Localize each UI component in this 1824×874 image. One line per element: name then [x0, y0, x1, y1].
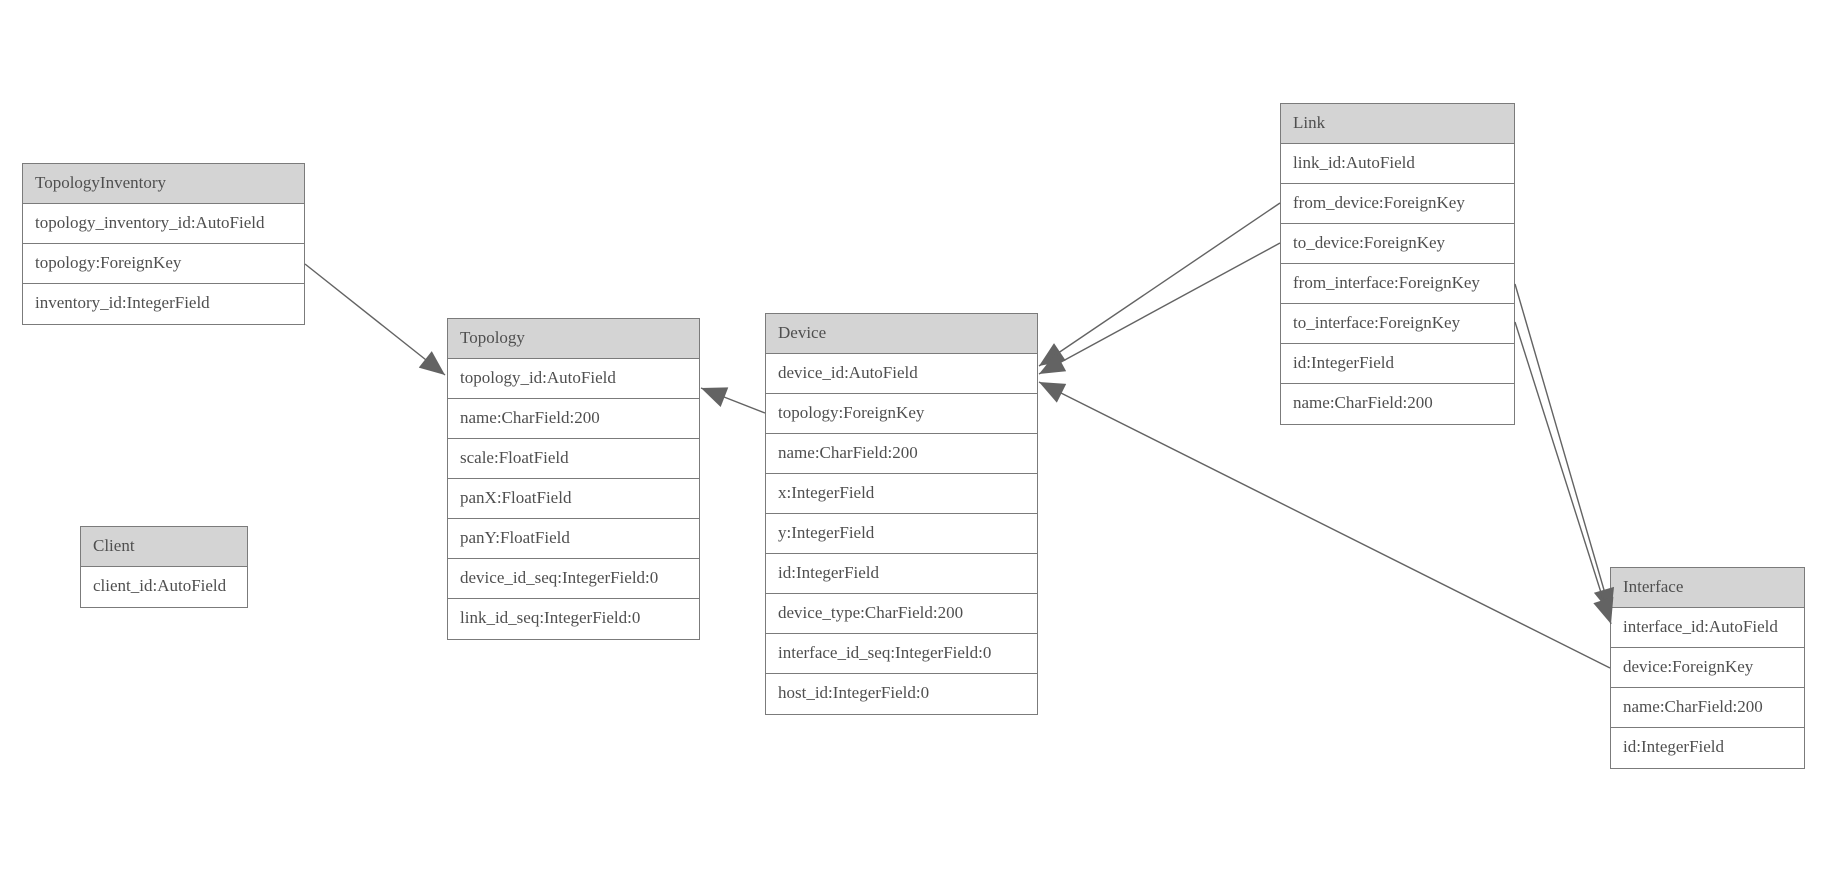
field-row-device-8: host_id:IntegerField:0 — [766, 674, 1037, 714]
field-row-link-1: from_device:ForeignKey — [1281, 184, 1514, 224]
edge-link-to-device-fk-to-device-device-id — [1038, 242, 1281, 375]
field-row-device-0: device_id:AutoField — [766, 354, 1037, 394]
field-row-interface-0: interface_id:AutoField — [1611, 608, 1804, 648]
field-row-link-4: to_interface:ForeignKey — [1281, 304, 1514, 344]
field-row-link-3: from_interface:ForeignKey — [1281, 264, 1514, 304]
field-row-topology-inventory-0: topology_inventory_id:AutoField — [23, 204, 304, 244]
entity-title-interface: Interface — [1611, 568, 1804, 608]
field-row-interface-2: name:CharField:200 — [1611, 688, 1804, 728]
field-row-device-4: y:IntegerField — [766, 514, 1037, 554]
field-row-device-2: name:CharField:200 — [766, 434, 1037, 474]
field-row-link-5: id:IntegerField — [1281, 344, 1514, 384]
field-row-device-1: topology:ForeignKey — [766, 394, 1037, 434]
entity-title-client: Client — [81, 527, 247, 567]
edge-device-topology-fk-to-topology-topology-id — [700, 387, 766, 414]
field-row-topology-3: panX:FloatField — [448, 479, 699, 519]
field-row-device-6: device_type:CharField:200 — [766, 594, 1037, 634]
entity-title-device: Device — [766, 314, 1037, 354]
field-row-interface-1: device:ForeignKey — [1611, 648, 1804, 688]
field-row-topology-4: panY:FloatField — [448, 519, 699, 559]
field-row-link-2: to_device:ForeignKey — [1281, 224, 1514, 264]
field-row-topology-5: device_id_seq:IntegerField:0 — [448, 559, 699, 599]
field-row-link-6: name:CharField:200 — [1281, 384, 1514, 424]
field-row-topology-inventory-2: inventory_id:IntegerField — [23, 284, 304, 324]
field-row-topology-1: name:CharField:200 — [448, 399, 699, 439]
field-row-link-0: link_id:AutoField — [1281, 144, 1514, 184]
edge-link-from-device-fk-to-device-device-id — [1038, 202, 1281, 367]
field-row-topology-6: link_id_seq:IntegerField:0 — [448, 599, 699, 639]
field-row-client-0: client_id:AutoField — [81, 567, 247, 607]
edge-link-to-interface-fk-to-interface-interface-id — [1514, 321, 1614, 625]
field-row-device-5: id:IntegerField — [766, 554, 1037, 594]
field-row-device-3: x:IntegerField — [766, 474, 1037, 514]
field-row-topology-2: scale:FloatField — [448, 439, 699, 479]
field-row-device-7: interface_id_seq:IntegerField:0 — [766, 634, 1037, 674]
field-row-interface-3: id:IntegerField — [1611, 728, 1804, 768]
field-row-topology-0: topology_id:AutoField — [448, 359, 699, 399]
entity-title-topology-inventory: TopologyInventory — [23, 164, 304, 204]
field-row-topology-inventory-1: topology:ForeignKey — [23, 244, 304, 284]
edge-link-from-interface-fk-to-interface-interface-id — [1514, 283, 1615, 615]
edge-topology-inventory-topology-fk-to-topology-topology-id — [304, 263, 446, 376]
entity-title-link: Link — [1281, 104, 1514, 144]
entity-title-topology: Topology — [448, 319, 699, 359]
